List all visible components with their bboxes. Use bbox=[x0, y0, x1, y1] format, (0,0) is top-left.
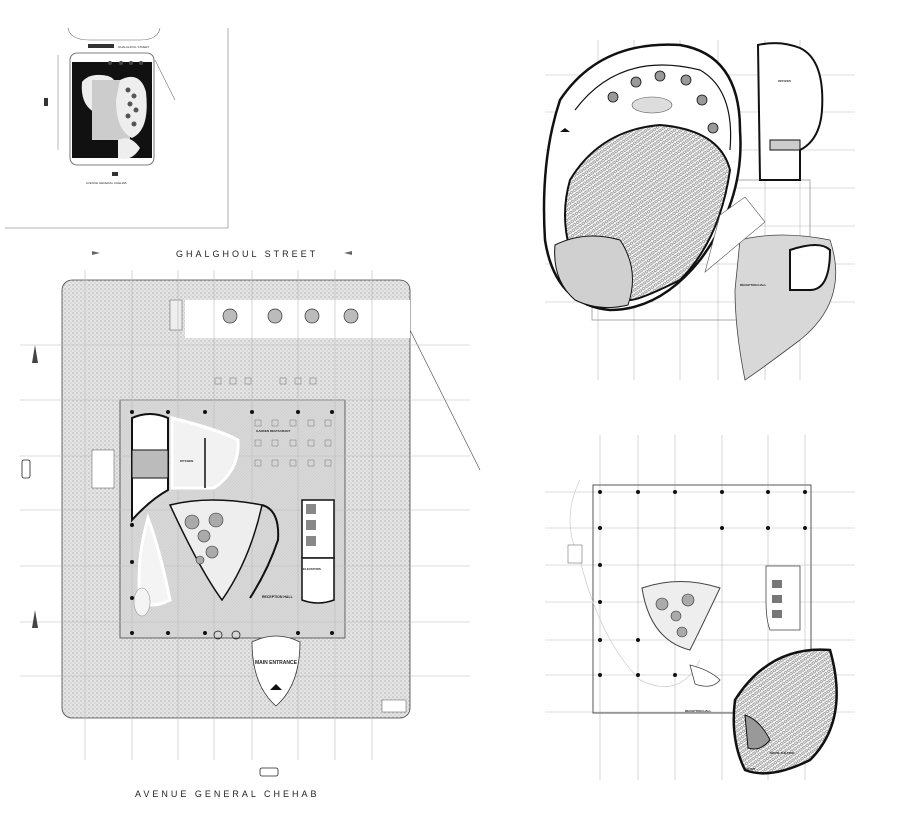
basement-floor-plan: MOVIE THEATER RECEPTION HALL FOYER bbox=[545, 435, 855, 780]
lower-reception-label: RECEPTION HALL bbox=[685, 709, 712, 713]
offices-label: OFFICES bbox=[778, 79, 791, 83]
main-entrance-label: MAIN ENTRANCE bbox=[255, 660, 298, 666]
elevators-label: ELEVATORS bbox=[303, 567, 321, 571]
ground-floor-plan: GHALGHOUL STREET bbox=[20, 249, 481, 799]
site-plan: GHALGHOUL STREET AVENUE GENERAL CHEHAB bbox=[5, 27, 229, 229]
car-icon bbox=[259, 767, 279, 777]
first-floor-plan: OFFICES RECEPTION HALL bbox=[542, 40, 855, 381]
car-icon bbox=[21, 459, 31, 479]
site-south-street-label: AVENUE GENERAL CHEHAB bbox=[86, 181, 127, 185]
upper-reception-label: RECEPTION HALL bbox=[740, 283, 767, 287]
theater-label: MOVIE THEATER bbox=[770, 751, 795, 755]
reception-hall-label: RECEPTION HALL bbox=[262, 595, 294, 599]
kitchen-label: KITCHEN bbox=[180, 459, 193, 463]
foyer-label: FOYER bbox=[745, 767, 756, 771]
trees bbox=[222, 308, 359, 324]
street-label-top: GHALGHOUL STREET bbox=[176, 249, 318, 259]
site-north-street-label: GHALGHOUL STREET bbox=[118, 45, 150, 49]
restaurant-label: GARDEN RESTAURANT bbox=[256, 429, 290, 433]
street-label-bottom: AVENUE GENERAL CHEHAB bbox=[135, 789, 320, 799]
